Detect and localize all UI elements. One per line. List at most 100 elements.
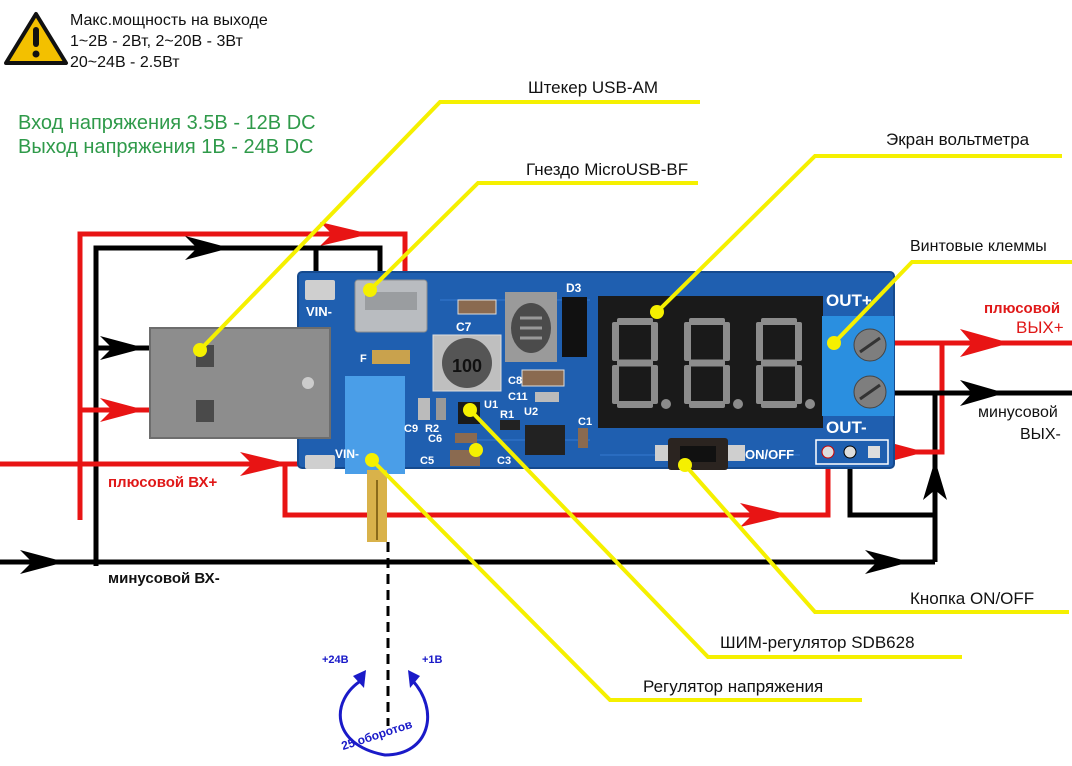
pcb-label-c9: C9 [404, 423, 418, 435]
resistor-r1 [500, 420, 520, 430]
out-pad-plus [821, 445, 835, 459]
capacitor-c1 [578, 428, 588, 448]
decimal-point-1 [733, 399, 743, 409]
segment-1-0 [689, 318, 725, 325]
label-output-minus-2: ВЫХ- [1020, 426, 1061, 443]
segment-2-1 [761, 359, 797, 367]
segment-1-5 [684, 365, 691, 404]
label-plus-24v: +24В [322, 654, 349, 666]
specs-block: Вход напряжения 3.5В - 12В DC Выход напр… [18, 111, 316, 159]
label-output-plus-2: ВЫХ+ [1016, 318, 1064, 337]
label-usb-am: Штекер USB-AM [528, 78, 659, 97]
spec-output-voltage: Выход напряжения 1В - 24В DC [18, 136, 314, 158]
segment-2-0 [761, 318, 797, 325]
capacitor-c9 [418, 398, 430, 420]
capacitor-c6 [455, 433, 477, 443]
segment-2-4 [795, 322, 802, 361]
warning-line-1: Макс.мощность на выходе [70, 12, 268, 29]
segment-0-5 [612, 365, 619, 404]
pcb-label-vin-top: VIN- [306, 304, 332, 319]
decimal-point-0 [661, 399, 671, 409]
wire-red-top [77, 222, 408, 520]
warning-line-2: 1~2В - 2Вт, 2~20В - 3Вт [70, 33, 243, 50]
label-input-plus: плюсовой ВХ+ [108, 474, 218, 491]
diode-d3 [562, 297, 587, 357]
pcb-label-c11: C11 [508, 391, 528, 403]
segment-1-1 [689, 359, 725, 367]
decimal-point-2 [805, 399, 815, 409]
arrow-black-usb [100, 336, 145, 360]
segment-1-3 [684, 322, 691, 361]
out-pad-aux [868, 446, 880, 458]
label-pwm: ШИМ-регулятор SDB628 [720, 633, 915, 652]
label-regulator: Регулятор напряжения [643, 677, 824, 696]
pcb-label-vin-bottom: VIN- [335, 447, 359, 461]
vin-top-pad [305, 280, 335, 300]
pcb-label-c5: C5 [420, 455, 434, 467]
seven-segment-digits [612, 318, 815, 409]
callout-line-micro-usb [368, 181, 698, 292]
fuse [372, 350, 410, 364]
label-button: Кнопка ON/OFF [910, 589, 1035, 608]
pcb-board [297, 271, 895, 542]
pcb-label-d3: D3 [566, 281, 582, 295]
out-pad-minus [843, 445, 857, 459]
wire-red-input [0, 452, 831, 527]
pcb-label-f: F [360, 353, 367, 365]
callout-line-pwm [468, 408, 962, 659]
segment-2-5 [756, 365, 763, 404]
callout-line-regulator [370, 458, 862, 702]
pcb-label-c3: C3 [497, 455, 511, 467]
pcb-label-c1: C1 [578, 416, 592, 428]
segment-1-4 [723, 322, 730, 361]
callout-line-usb-am [198, 100, 700, 352]
pcb-label-out-minus: OUT- [826, 418, 867, 437]
inductor-marking: 100 [452, 356, 482, 376]
usb-a-plug [149, 327, 331, 439]
pcb-label-c8: C8 [508, 375, 522, 387]
pcb-label-out-plus: OUT+ [826, 291, 872, 310]
segment-0-3 [612, 322, 619, 361]
warning-icon [4, 12, 68, 65]
capacitor-c11 [535, 392, 559, 402]
segment-2-2 [761, 401, 797, 408]
arrow-black-up [923, 460, 947, 500]
capacitor-c8 [521, 369, 565, 387]
arrow-ccw-icon [353, 670, 366, 688]
pcb-label-u1: U1 [484, 399, 498, 411]
label-voltmeter: Экран вольтметра [886, 130, 1030, 149]
arrow-red-input [240, 452, 290, 476]
pcb-label-c7: C7 [456, 320, 472, 334]
segment-2-3 [756, 322, 763, 361]
segment-2-6 [795, 365, 802, 404]
callout-dots [193, 283, 841, 472]
callout-line-terminals [832, 260, 1072, 345]
arrow-black-input [20, 550, 65, 574]
callout-line-button [683, 463, 1069, 614]
wire-usb-branches [80, 336, 155, 422]
label-output-plus-1: плюсовой [984, 300, 1061, 317]
regulator-u2 [525, 425, 565, 455]
segment-1-6 [723, 365, 730, 404]
segment-0-0 [617, 318, 653, 325]
segment-0-2 [617, 401, 653, 408]
max-power-warning: Макс.мощность на выходе 1~2В - 2Вт, 2~20… [70, 10, 268, 73]
capacitor-c7 [457, 299, 497, 315]
resistor-r2 [436, 398, 446, 420]
vin-bottom-pad [305, 455, 335, 469]
arrow-red-usb [100, 398, 145, 422]
label-output-minus-1: минусовой [978, 404, 1058, 421]
callout-lines [198, 100, 1072, 702]
label-input-minus: минусовой ВХ- [108, 570, 220, 587]
spec-input-voltage: Вход напряжения 3.5В - 12В DC [18, 112, 316, 134]
pcb-label-c6: C6 [428, 433, 442, 445]
segment-0-4 [651, 322, 658, 361]
segment-0-6 [651, 365, 658, 404]
label-plus-1v: +1В [422, 654, 443, 666]
pcb-label-u2: U2 [524, 406, 538, 418]
rotation-arrows [338, 678, 429, 757]
arrow-red-bottom [740, 503, 790, 527]
wire-black-input [0, 395, 947, 574]
pcb-label-on-off: ON/OFF [745, 447, 794, 462]
